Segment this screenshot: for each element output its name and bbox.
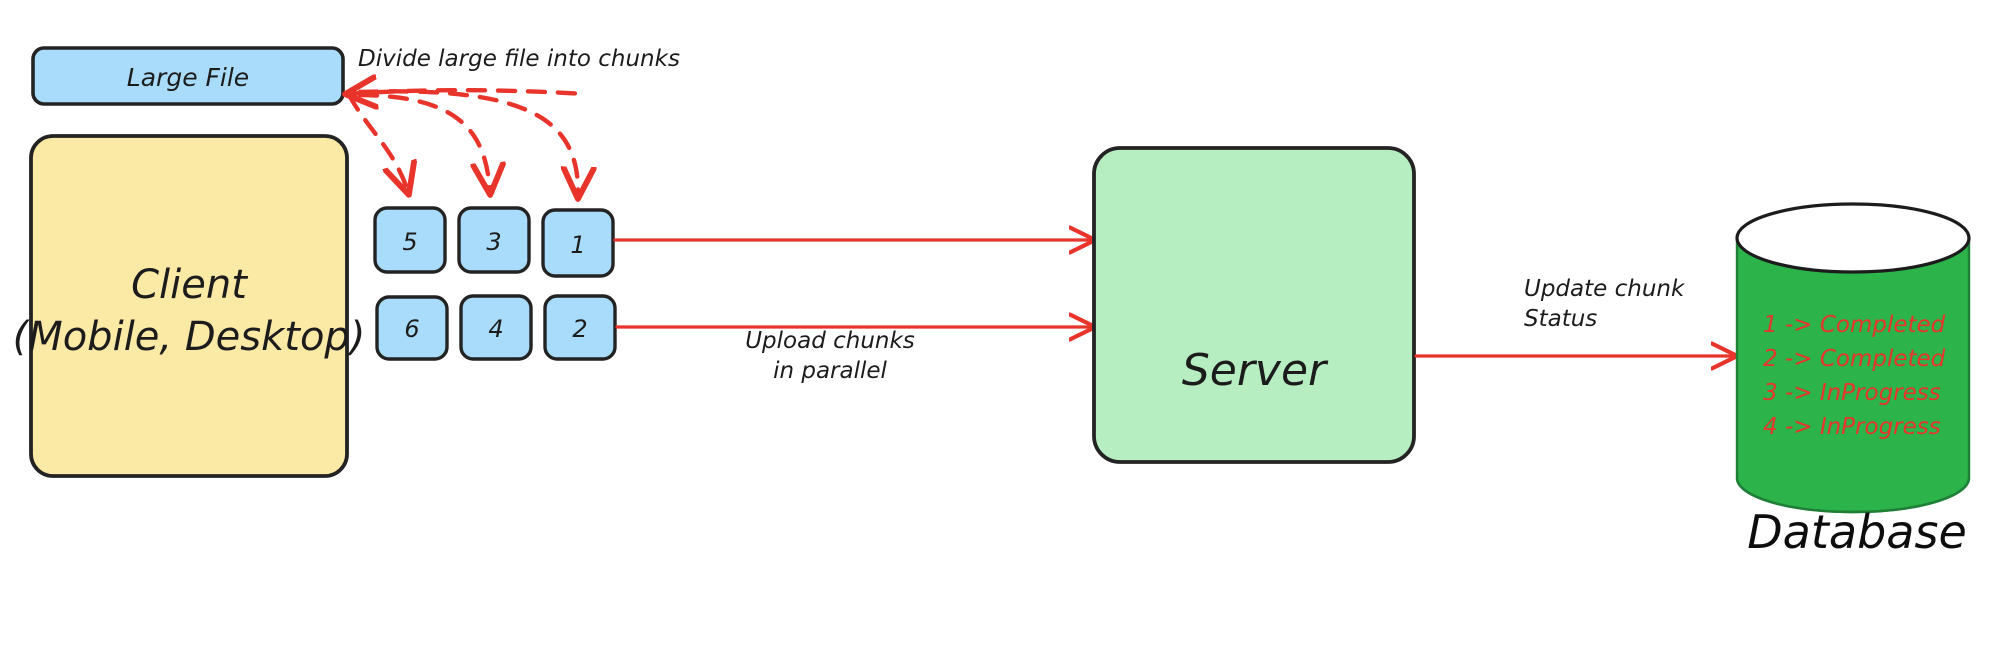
chunk-5-rect: [373, 206, 447, 274]
chunk-box-5[interactable]: 5: [373, 206, 447, 274]
chunk-4-rect: [459, 294, 533, 361]
divide-arrow-to-chunk-5: [346, 92, 408, 192]
chunk-4-label: 4: [488, 315, 503, 343]
database-cylinder-top: [1735, 202, 1971, 274]
db-record-2: 2 -> Completed: [1763, 346, 1946, 372]
chunk-row-top: 5 3 1: [373, 206, 615, 278]
chunk-box-1[interactable]: 1: [541, 208, 615, 278]
divide-arrow-to-chunk-3: [357, 92, 490, 192]
node-server[interactable]: Server: [1092, 146, 1416, 464]
edge-label-upload-line1: Upload chunks: [745, 328, 915, 354]
edge-label-update-line2: Status: [1524, 306, 1597, 332]
edge-label-divide: Divide large file into chunks: [358, 46, 680, 72]
database-label: Database: [1747, 505, 1967, 559]
server-label: Server: [1182, 345, 1329, 396]
chunk-row-bottom: 6 4 2: [375, 294, 617, 361]
chunk-box-3[interactable]: 3: [457, 206, 531, 274]
database-cylinder-body: [1735, 236, 1971, 514]
divide-arrow-to-chunk-1: [357, 89, 578, 196]
client-box: [29, 134, 349, 478]
chunk-box-6[interactable]: 6: [375, 295, 449, 361]
node-large-file[interactable]: Large File: [31, 46, 345, 106]
node-database[interactable]: 1 -> Completed 2 -> Completed 3 -> InPro…: [1735, 202, 1971, 559]
db-record-3: 3 -> InProgress: [1763, 380, 1941, 406]
chunk-2-label: 2: [572, 315, 587, 343]
chunk-3-label: 3: [486, 228, 501, 256]
chunk-3-rect: [457, 206, 531, 274]
db-record-1: 1 -> Completed: [1763, 312, 1946, 338]
client-label-line2: (Mobile, Desktop): [13, 314, 366, 360]
chunk-6-rect: [375, 295, 449, 361]
node-client[interactable]: Client (Mobile, Desktop): [13, 134, 366, 478]
edge-label-upload-line2: in parallel: [773, 358, 887, 384]
chunk-box-2[interactable]: 2: [543, 294, 617, 361]
chunk-1-rect: [541, 208, 615, 278]
client-label-line1: Client: [131, 262, 248, 308]
upload-arrows-group: [613, 240, 1093, 327]
divide-arrows-group: [348, 90, 585, 196]
chunk-1-label: 1: [570, 231, 585, 259]
db-record-4: 4 -> InProgress: [1763, 414, 1941, 440]
chunk-2-rect: [543, 294, 617, 361]
edge-label-update-line1: Update chunk: [1524, 276, 1686, 302]
chunk-6-label: 6: [404, 315, 419, 343]
chunk-5-label: 5: [402, 228, 417, 256]
database-cylinder-bottom-arc: [1735, 477, 1971, 514]
server-box: [1092, 146, 1416, 464]
chunk-box-4[interactable]: 4: [459, 294, 533, 361]
large-file-label: Large File: [127, 63, 249, 92]
